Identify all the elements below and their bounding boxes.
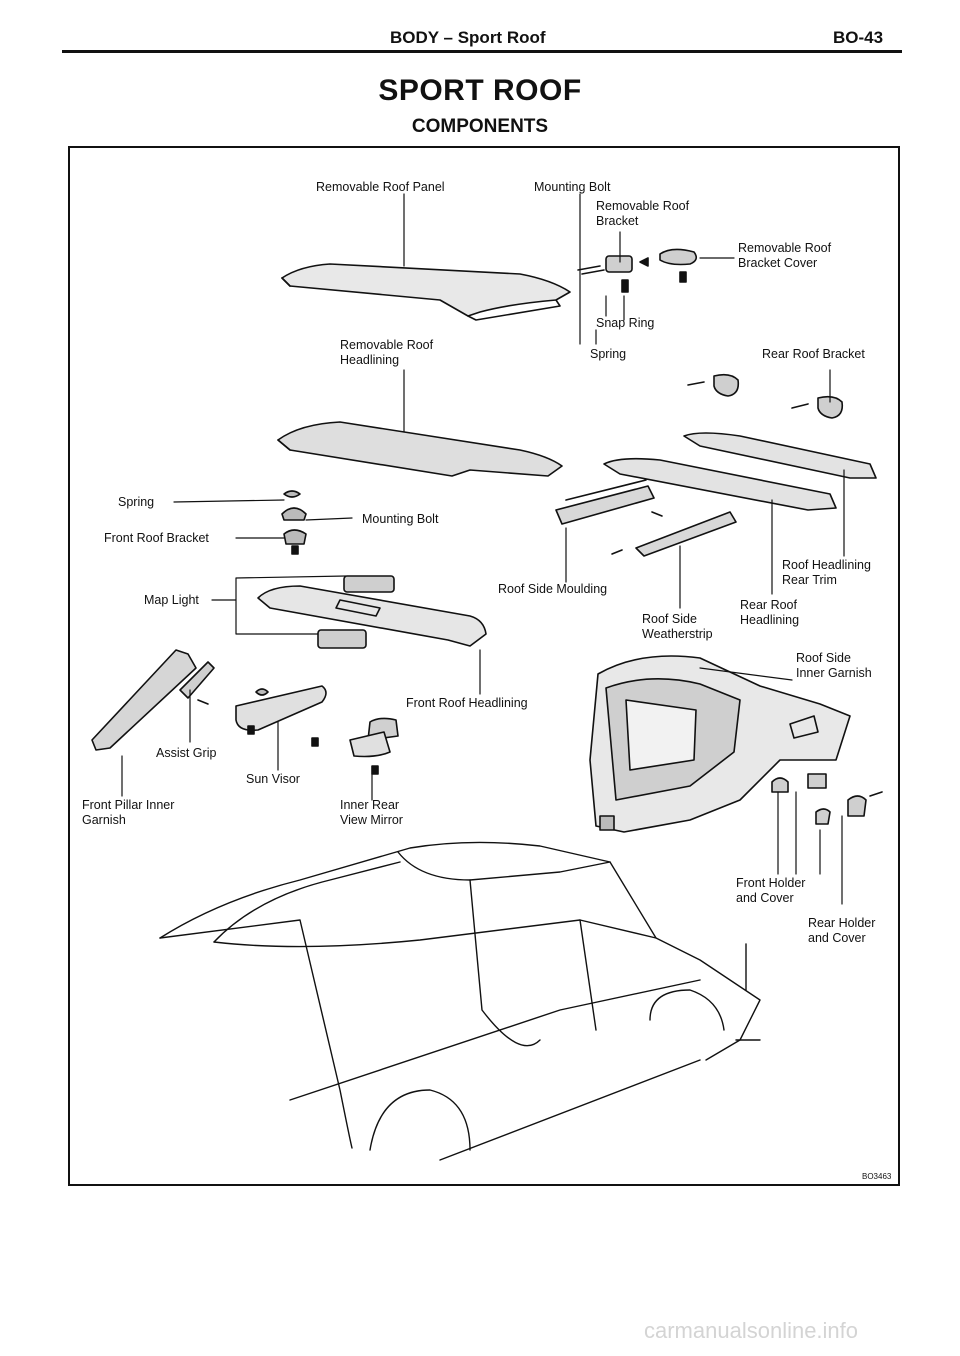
label-mounting-bolt-mid: Mounting Bolt	[362, 512, 439, 526]
label-mounting-bolt-top: Mounting Bolt	[534, 180, 611, 194]
label-roof-side-inner-garnish-line2: Inner Garnish	[796, 666, 872, 680]
label-roof-headlining-rear-trim-line1: Roof Headlining	[782, 558, 871, 572]
diagram-frame	[68, 146, 900, 1186]
label-front-holder-line2: and Cover	[736, 891, 794, 905]
leader-lines	[121, 193, 845, 905]
rear-roof-bracket-part	[687, 373, 844, 419]
holder-and-cover-parts	[771, 773, 883, 825]
label-front-holder-line1: Front Holder	[736, 876, 806, 890]
label-rear-roof-headlining-line2: Headlining	[740, 613, 800, 627]
section-subtitle: COMPONENTS	[411, 116, 549, 137]
label-roof-side-weatherstrip-line1: Roof Side	[642, 612, 697, 626]
label-bracket-cover-line2: Bracket Cover	[738, 256, 818, 270]
front-roof-bracket-stack	[281, 490, 307, 555]
label-rear-roof-headlining-line1: Rear Roof	[740, 598, 797, 612]
label-spring-left: Spring	[118, 495, 155, 509]
roof-side-moulding-part	[555, 479, 737, 557]
label-roof-side-inner-garnish-line1: Roof Side	[796, 651, 851, 665]
car-body-outline	[159, 841, 761, 1161]
header-title: BODY – Sport Roof	[390, 28, 546, 47]
label-removable-roof-panel: Removable Roof Panel	[316, 180, 445, 194]
label-spring-top: Spring	[590, 347, 627, 361]
watermark: carmanualsonline.info	[644, 1318, 859, 1343]
removable-roof-bracket-part	[577, 248, 698, 293]
label-bracket-cover-line1: Removable Roof	[738, 241, 832, 255]
label-map-light: Map Light	[144, 593, 199, 607]
removable-roof-headlining-part	[277, 421, 563, 477]
page-number: BO-43	[833, 28, 884, 47]
label-inner-mirror-line2: View Mirror	[340, 813, 403, 827]
label-headlining-line2: Headlining	[340, 353, 400, 367]
sun-visor-part	[235, 685, 327, 747]
label-headlining-line1: Removable Roof	[340, 338, 434, 352]
label-removable-roof-bracket-line2: Bracket	[596, 214, 639, 228]
front-roof-headlining-part	[257, 575, 487, 649]
front-pillar-inner-garnish-part	[91, 649, 215, 751]
figure-code: BO3463	[862, 1172, 892, 1181]
header-rule	[62, 50, 902, 53]
label-assist-grip: Assist Grip	[156, 746, 217, 760]
label-roof-side-weatherstrip-line2: Weatherstrip	[642, 627, 713, 641]
roof-side-inner-garnish-part	[589, 655, 851, 833]
label-front-pillar-line2: Garnish	[82, 813, 126, 827]
label-removable-roof-bracket-line1: Removable Roof	[596, 199, 690, 213]
page-title: SPORT ROOF	[378, 74, 582, 107]
label-roof-headlining-rear-trim-line2: Rear Trim	[782, 573, 837, 587]
inner-rear-view-mirror-part	[349, 717, 399, 775]
label-front-pillar-line1: Front Pillar Inner	[82, 798, 175, 812]
label-rear-roof-bracket: Rear Roof Bracket	[762, 347, 865, 361]
label-front-roof-headlining: Front Roof Headlining	[406, 696, 528, 710]
label-snap-ring: Snap Ring	[596, 316, 655, 330]
label-inner-mirror-line1: Inner Rear	[340, 798, 400, 812]
label-roof-side-moulding: Roof Side Moulding	[498, 582, 608, 596]
removable-roof-panel-part	[281, 263, 571, 321]
rear-roof-headlining-part	[603, 432, 877, 511]
label-sun-visor: Sun Visor	[246, 772, 300, 786]
label-front-roof-bracket: Front Roof Bracket	[104, 531, 209, 545]
label-rear-holder-line1: Rear Holder	[808, 916, 876, 930]
label-rear-holder-line2: and Cover	[808, 931, 866, 945]
